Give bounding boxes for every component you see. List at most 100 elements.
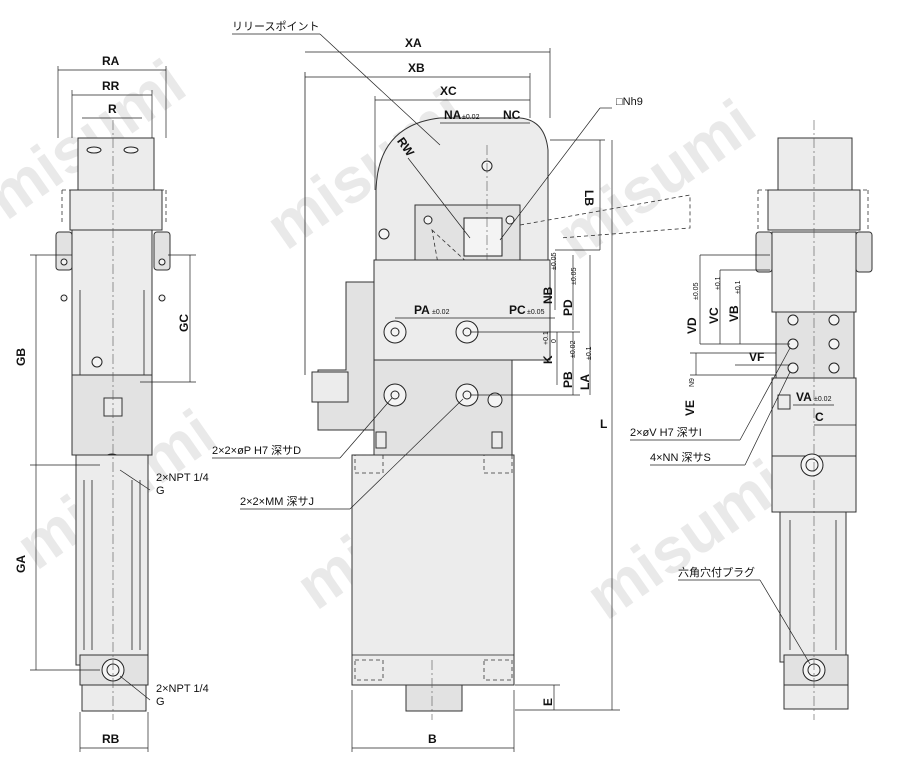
tie-rod	[354, 659, 384, 681]
mount-hole	[91, 356, 103, 368]
pin-hole-inner	[390, 390, 400, 400]
front-view: XA XB XC NA ±0.02 NC リリースポイント RW □Nh9 LB…	[212, 20, 691, 752]
mid-port	[777, 394, 791, 410]
dim-nb-tol: ±0.05	[551, 252, 558, 270]
knob-hole	[158, 294, 166, 302]
dim-lb: LB	[582, 190, 596, 206]
leader-line	[119, 469, 151, 491]
lower-body	[373, 359, 513, 456]
dim-b: B	[428, 732, 437, 746]
bottom-nut	[81, 684, 147, 712]
clamp-arm	[69, 189, 163, 231]
arm-sweep	[431, 228, 506, 306]
bottom-nut	[783, 684, 849, 710]
leader-line	[349, 398, 464, 510]
cylinder-tube	[75, 454, 149, 666]
pin-hole-inner	[390, 327, 400, 337]
dim-vc-tol: ±0.1	[715, 276, 722, 290]
tie-rod	[483, 659, 513, 681]
dim-vf: VF	[749, 350, 764, 364]
dim-xc: XC	[440, 84, 457, 98]
leader-line	[499, 107, 601, 241]
leader-line	[119, 675, 151, 701]
leader-line	[744, 371, 791, 466]
tab	[491, 431, 503, 449]
left-side-view: N RA RR R GB GA GC	[14, 54, 209, 752]
flange-bolt	[423, 215, 433, 225]
jaw-block	[77, 137, 155, 191]
nn-taps-label: 4×NN 深サS	[650, 451, 711, 464]
dim-pa: PA	[414, 303, 430, 317]
v-holes-label: 2×øV H7 深サI	[630, 426, 702, 439]
flange-bolt	[505, 215, 515, 225]
dim-pc: PC	[509, 303, 526, 317]
tie-rod	[483, 454, 513, 474]
dim-va: VA	[796, 390, 812, 404]
npt-bottom-label: 2×NPT 1/4	[156, 683, 209, 695]
port-inner	[805, 458, 819, 472]
knob-hole	[60, 294, 68, 302]
clamp-body	[71, 229, 153, 376]
pin-hole-inner	[462, 390, 472, 400]
square-drive	[463, 217, 503, 257]
knob-hole	[60, 258, 68, 266]
dim-pc-tol: ±0.05	[527, 309, 545, 316]
jaw-hole	[123, 146, 139, 154]
dim-vb: VB	[727, 305, 741, 322]
dim-ve: VE	[683, 400, 697, 416]
dim-na-tol: ±0.02	[462, 114, 480, 121]
side-port	[311, 371, 349, 403]
leader-line	[319, 33, 441, 146]
dim-pb: PB	[561, 371, 575, 388]
side-knob	[153, 231, 171, 271]
dim-rr: RR	[102, 79, 120, 93]
dim-k: K	[541, 355, 555, 364]
dim-rb: RB	[102, 732, 120, 746]
v-hole	[828, 338, 840, 350]
dim-ve-tol: N9	[689, 378, 696, 387]
watermark-text: misumi	[573, 446, 798, 633]
dim-nb: NB	[541, 286, 555, 304]
dim-pb-tol: ±0.02	[570, 340, 577, 358]
dim-k-tol-top: +0.1	[543, 331, 550, 345]
dim-gb: GB	[14, 348, 28, 366]
tie-rod	[354, 454, 384, 474]
npt-top-label: 2×NPT 1/4	[156, 472, 209, 484]
leader-line	[759, 579, 811, 665]
nn-tap	[787, 362, 799, 374]
dim-xa: XA	[405, 36, 422, 50]
tapped-mm-label: 2×2×MM 深サJ	[240, 495, 314, 508]
cylinder-tube	[779, 511, 847, 663]
dim-va-tol: ±0.02	[814, 396, 832, 403]
pin-holes-label: 2×2×øP H7 深サD	[212, 444, 301, 457]
dim-xb: XB	[408, 61, 425, 75]
nn-tap	[787, 314, 799, 326]
dim-na: NA	[444, 108, 462, 122]
dim-vd-tol: ±0.05	[693, 282, 700, 300]
dim-pa-tol: ±0.02	[432, 309, 450, 316]
dim-l: L	[600, 417, 607, 431]
dim-pd: PD	[561, 299, 575, 316]
dim-gc: GC	[177, 314, 191, 332]
leader-line	[739, 347, 791, 441]
tab	[375, 431, 387, 449]
leader-line	[407, 157, 471, 239]
dim-nc: NC	[503, 108, 521, 122]
side-knob	[855, 231, 873, 273]
bottom-nut	[405, 684, 463, 712]
watermark-text: misumi	[543, 86, 768, 273]
jaw-hole	[86, 146, 102, 154]
dim-la: LA	[578, 374, 592, 390]
pin-hole-inner	[462, 327, 472, 337]
dim-c: C	[815, 410, 824, 424]
npt-bottom-g: G	[156, 696, 165, 708]
dim-vd: VD	[685, 317, 699, 334]
jaw-block	[777, 137, 853, 191]
side-bolt	[378, 228, 390, 240]
nn-tap	[828, 362, 840, 374]
dim-k-tol-bottom: 0	[551, 339, 558, 343]
dim-pd-tol: ±0.05	[571, 267, 578, 285]
dim-ra: RA	[102, 54, 120, 68]
hex-plug-label: 六角穴付プラグ	[678, 565, 755, 579]
